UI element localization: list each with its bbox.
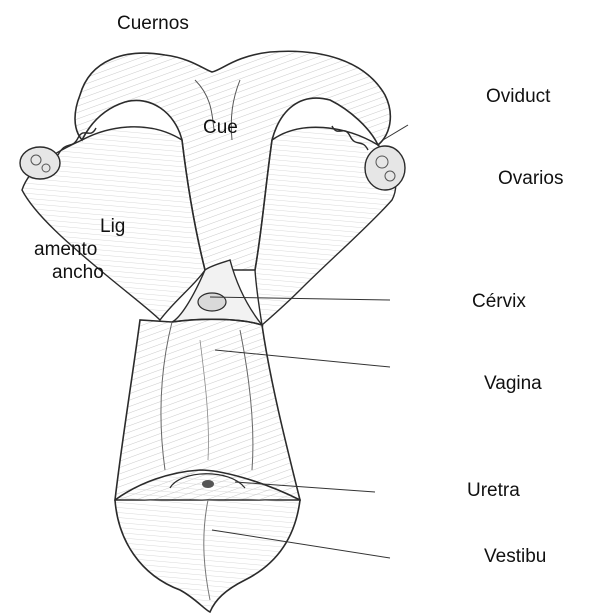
label-horn-center: Cue: [203, 117, 238, 139]
ovary-left: [20, 147, 60, 179]
ovary-right: [365, 146, 405, 190]
label-cervix: Cérvix: [472, 291, 526, 313]
label-broad-ligament-line-3: ancho: [34, 261, 125, 284]
label-urethra: Uretra: [467, 480, 520, 502]
label-broad-ligament-line-1: Lig: [34, 215, 125, 238]
label-vestibule: Vestibu: [484, 546, 546, 568]
label-vagina: Vagina: [484, 373, 542, 395]
label-broad-ligament-line-2: amento: [34, 238, 125, 261]
label-broad-ligament: Lig amento ancho: [34, 215, 125, 284]
label-horns-top: Cuernos: [117, 13, 189, 35]
label-oviduct: Oviduct: [486, 86, 550, 108]
vestibule: [115, 470, 300, 612]
label-ovaries: Ovarios: [498, 168, 563, 190]
